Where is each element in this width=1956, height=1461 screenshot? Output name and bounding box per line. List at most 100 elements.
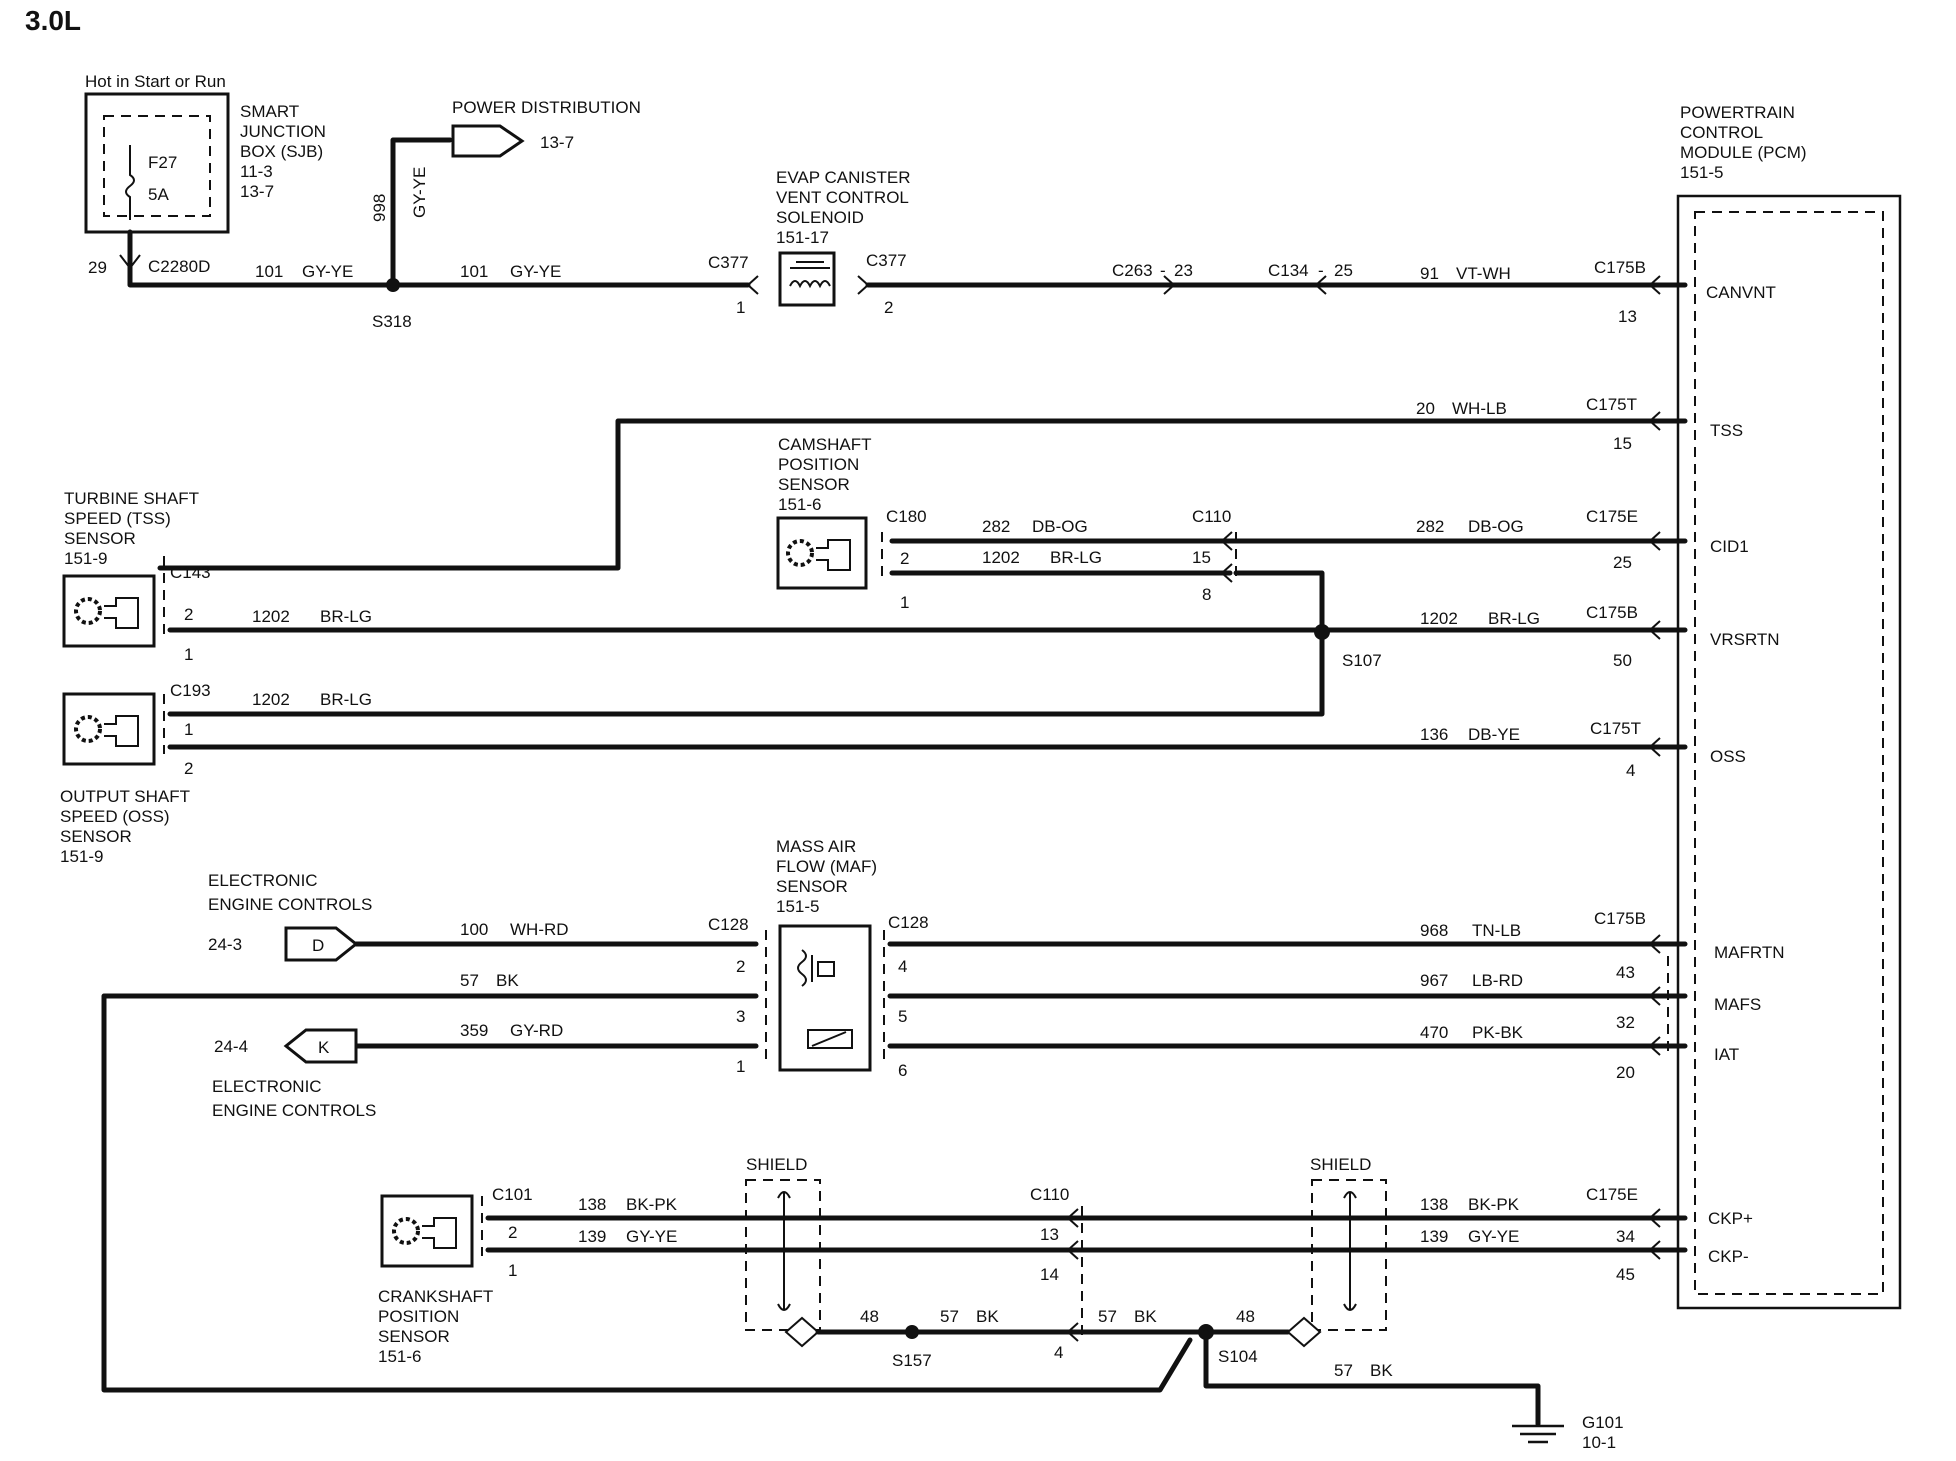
wire-1202-color-b: BR-LG [320,607,372,626]
gear-icon [786,539,814,567]
wire-998-color: GY-YE [410,167,429,218]
c175e-cid1-label: C175E [1586,507,1638,526]
maf-sensor-box [778,924,872,1072]
pcm-terminal-oss-icon [1648,737,1661,757]
fuse-rating: 5A [148,185,169,204]
oss-label: OUTPUT SHAFT SPEED (OSS) SENSOR 151-9 [60,787,190,866]
wire-48-right-label: 48 [1236,1307,1255,1326]
pcm-pin-mafs: MAFS [1714,995,1761,1014]
pcm-pin-tss: TSS [1710,421,1743,440]
svg-text:CONTROL: CONTROL [1680,123,1763,142]
c193-pin2: 2 [184,759,193,778]
wire-20-color: WH-LB [1452,399,1507,418]
pcm-terminal-cid1-icon [1648,531,1661,551]
sjb-connector: C2280D [148,257,210,276]
c128-right-pin6: 6 [898,1061,907,1080]
wire-100-color: WH-RD [510,920,569,939]
connector-d-icon [284,926,359,962]
pcm-inner-dash [1694,211,1884,1295]
c110-bottom-pin13: 13 [1040,1225,1059,1244]
c110-bottom-pin14: 14 [1040,1265,1059,1284]
wire-967-color: LB-RD [1472,971,1523,990]
shield-right-label: SHIELD [1310,1155,1371,1174]
svg-text:SENSOR: SENSOR [378,1327,450,1346]
svg-text:ELECTRONIC: ELECTRONIC [208,871,318,890]
eec-bottom-ref: 24-4 [214,1037,248,1056]
evap-solenoid-box [778,251,836,307]
wire-1202-num-a: 1202 [982,548,1020,567]
wire-136-num: 136 [1420,725,1448,744]
wire-282-num-b: 282 [1416,517,1444,536]
c128-left-label: C128 [708,915,749,934]
c175b-vrsrtn-pin: 50 [1613,651,1632,670]
c175t-tss-pin: 15 [1613,434,1632,453]
maf-thermistor-icon [807,1029,853,1049]
c134-dash: - [1318,261,1324,280]
svg-text:SPEED (TSS): SPEED (TSS) [64,509,171,528]
wire-139-color-b: GY-YE [1468,1227,1519,1246]
power-distribution-label: POWER DISTRIBUTION [452,98,641,117]
splice-s107-label: S107 [1342,651,1382,670]
svg-text:MASS AIR: MASS AIR [776,837,856,856]
wire-138-color-a: BK-PK [626,1195,678,1214]
c110-top-pin8: 8 [1202,585,1211,604]
c377-left-pin: 1 [736,298,745,317]
c143-pin2: 2 [184,605,193,624]
c175b-maf-pin43: 43 [1616,963,1635,982]
connector-c377-1-icon [746,275,759,295]
eec-bottom-label: ELECTRONIC ENGINE CONTROLS [212,1077,376,1120]
c175b-maf-label: C175B [1594,909,1646,928]
wire-91-color: VT-WH [1456,264,1511,283]
ground-icon [1512,1424,1564,1444]
wire-136-color: DB-YE [1468,725,1520,744]
wire-138-num-a: 138 [578,1195,606,1214]
svg-text:JUNCTION: JUNCTION [240,122,326,141]
pcm-terminal-vrsrtn-icon [1648,620,1661,640]
c377-right-label: C377 [866,251,907,270]
splice-s157-label: S157 [892,1351,932,1370]
c263-label: C263 [1112,261,1153,280]
svg-text:EVAP CANISTER: EVAP CANISTER [776,168,910,187]
wire-998-gy-ye [390,137,453,288]
pcm-pin-iat: IAT [1714,1045,1739,1064]
svg-text:151-9: 151-9 [64,549,107,568]
wire-138-color-b: BK-PK [1468,1195,1520,1214]
wire-101-color-b: GY-YE [510,262,561,281]
splice-s157 [905,1325,919,1339]
sjb-pin: 29 [88,258,107,277]
pcm-box [1676,194,1902,1310]
svg-text:SENSOR: SENSOR [778,475,850,494]
splice-s318-label: S318 [372,312,412,331]
wire-359-num: 359 [460,1021,488,1040]
pcm-pin-oss: OSS [1710,747,1746,766]
c180-pin2: 2 [900,549,909,568]
shield-right-box [1311,1179,1387,1331]
c175t-tss-label: C175T [1586,395,1637,414]
wire-57-color-c: BK [1134,1307,1157,1326]
wire-101-gy-ye [127,229,751,288]
sjb-inner-dash [103,115,211,217]
svg-text:SENSOR: SENSOR [60,827,132,846]
c128-left-pin1: 1 [736,1057,745,1076]
wire-57-num-c: 57 [1098,1307,1117,1326]
c180-label: C180 [886,507,927,526]
svg-text:151-5: 151-5 [1680,163,1723,182]
c175e-ckp-label: C175E [1586,1185,1638,1204]
pcm-terminal-ckp-icon [1648,1208,1661,1260]
c175t-oss-label: C175T [1590,719,1641,738]
c128-right-pin4: 4 [898,957,907,976]
tss-pickup-icon [104,597,139,629]
c180-pin1: 1 [900,593,909,612]
c175b-maf-pin32: 32 [1616,1013,1635,1032]
svg-text:POSITION: POSITION [378,1307,459,1326]
wire-470-color: PK-BK [1472,1023,1524,1042]
wire-1202-num-c: 1202 [1420,609,1458,628]
c175b-canvnt-pin: 13 [1618,307,1637,326]
inline-c263-icon [1163,275,1176,295]
wire-998-num: 998 [370,194,389,222]
svg-text:151-5: 151-5 [776,897,819,916]
wire-101-color-a: GY-YE [302,262,353,281]
wire-1202-num-d: 1202 [252,690,290,709]
c128-right-label: C128 [888,913,929,932]
svg-text:POSITION: POSITION [778,455,859,474]
